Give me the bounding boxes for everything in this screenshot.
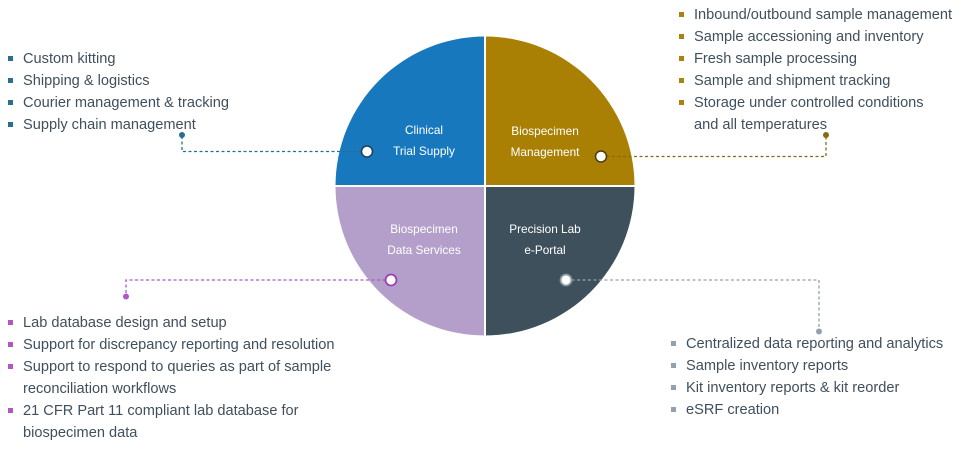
list-item: Sample and shipment tracking (679, 70, 952, 92)
connector-dataservices-end-dot (123, 293, 129, 300)
list-item: Support to respond to queries as part of… (8, 356, 335, 400)
square-bullet-icon (679, 56, 684, 61)
list-item: Lab database design and setup (8, 312, 335, 334)
connector-portal-end-dot (816, 328, 822, 335)
square-bullet-icon (8, 320, 13, 325)
quadrant-clinical-trial-supply[interactable] (335, 36, 486, 187)
square-bullet-icon (679, 12, 684, 17)
connector-biospecimen (601, 136, 827, 158)
square-bullet-icon (679, 100, 684, 105)
label-dataservices-line1: Biospecimen (390, 222, 458, 236)
label-clinical-line1: Clinical (405, 123, 443, 137)
label-biospecimen-line1: Biospecimen (511, 124, 579, 138)
quadrant-precision-lab-eportal[interactable] (485, 186, 635, 336)
list-item: Kit inventory reports & kit reorder (671, 377, 943, 399)
list-item: Sample inventory reports (671, 355, 943, 377)
list-item: Centralized data reporting and analytics (671, 333, 943, 355)
square-bullet-icon (671, 363, 676, 368)
connector-clinical-end-dot (179, 132, 185, 138)
biospecimen-management-list: Inbound/outbound sample management Sampl… (679, 4, 952, 136)
quadrant-biospecimen-data-services[interactable] (335, 186, 486, 336)
connector-dataservices (125, 279, 391, 295)
list-item: Inbound/outbound sample management (679, 4, 952, 26)
connector-clinical-node[interactable] (360, 145, 374, 158)
square-bullet-icon (679, 78, 684, 83)
list-item: eSRF creation (671, 399, 943, 421)
square-bullet-icon (8, 100, 13, 105)
clinical-trial-supply-list: Custom kitting Shipping & logistics Cour… (8, 48, 229, 136)
connector-clinical (181, 136, 367, 153)
square-bullet-icon (679, 34, 684, 39)
square-bullet-icon (8, 408, 13, 413)
quadrant-biospecimen-management[interactable] (485, 36, 635, 187)
connector-portal-node[interactable] (559, 273, 573, 287)
label-dataservices-line2: Data Services (387, 243, 461, 257)
label-clinical-line2: Trial Supply (393, 144, 455, 158)
list-item: Support for discrepancy reporting and re… (8, 334, 335, 356)
label-biospecimen-line2: Management (511, 145, 581, 159)
label-portal-line1: Precision Lab (509, 222, 581, 236)
square-bullet-icon (8, 364, 13, 369)
connector-biospecimen-node[interactable] (594, 150, 608, 163)
list-item: Fresh sample processing (679, 48, 952, 70)
square-bullet-icon (8, 56, 13, 61)
list-item: Supply chain management (8, 114, 229, 136)
square-bullet-icon (8, 78, 13, 83)
square-bullet-icon (671, 385, 676, 390)
label-portal-line2: e-Portal (524, 243, 565, 257)
list-item: 21 CFR Part 11 compliant lab database fo… (8, 400, 335, 444)
list-item: Custom kitting (8, 48, 229, 70)
square-bullet-icon (8, 122, 13, 127)
square-bullet-icon (671, 407, 676, 412)
square-bullet-icon (8, 342, 13, 347)
connector-dataservices-node[interactable] (384, 273, 398, 287)
connector-biospecimen-end-dot (823, 132, 829, 138)
square-bullet-icon (671, 341, 676, 346)
list-item: Sample accessioning and inventory (679, 26, 952, 48)
list-item: Shipping & logistics (8, 70, 229, 92)
biospecimen-data-services-list: Lab database design and setup Support fo… (8, 312, 335, 444)
connector-portal (566, 279, 820, 330)
precision-lab-eportal-list: Centralized data reporting and analytics… (671, 333, 943, 421)
list-item: Courier management & tracking (8, 92, 229, 114)
